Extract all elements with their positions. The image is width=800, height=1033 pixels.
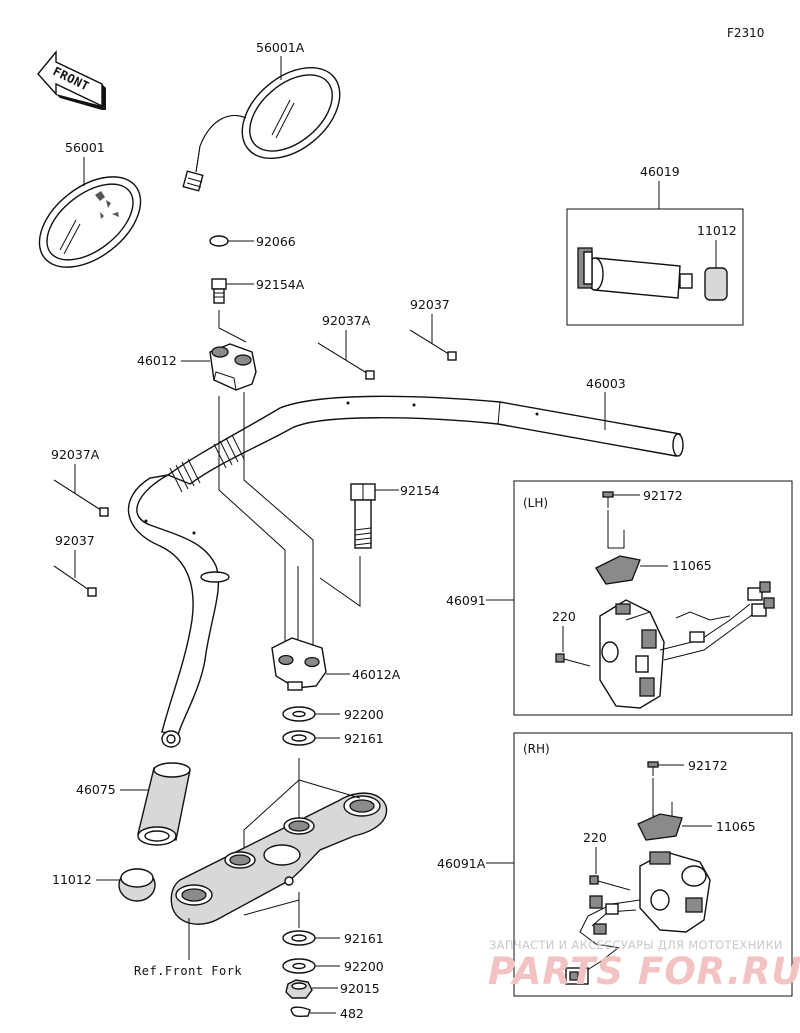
label-46075: 46075 bbox=[76, 782, 116, 797]
screw-220-lh bbox=[555, 653, 591, 667]
mirror-right-56001A bbox=[182, 66, 341, 192]
label-46091: 46091 bbox=[446, 593, 486, 608]
label-92172-rh: 92172 bbox=[688, 758, 728, 773]
label-92154A: 92154A bbox=[256, 277, 305, 292]
switch-box-lh bbox=[513, 480, 793, 716]
label-11012-top: 11012 bbox=[697, 223, 737, 238]
screw-220-rh bbox=[589, 875, 631, 891]
watermark-caption: ЗАПЧАСТИ И АКСЕССУАРЫ ДЛЯ МОТОТЕХНИКИ bbox=[489, 938, 783, 952]
mirror-left-56001 bbox=[38, 176, 142, 268]
label-92037A-left: 92037A bbox=[51, 447, 100, 462]
label-220-lh: 220 bbox=[552, 609, 576, 624]
bolt-92154 bbox=[350, 483, 376, 549]
cover-11065-rh bbox=[637, 813, 683, 841]
upper-fork-bracket bbox=[170, 792, 388, 925]
label-92037-top: 92037 bbox=[410, 297, 450, 312]
label-92154: 92154 bbox=[400, 483, 440, 498]
nut-92015 bbox=[285, 979, 313, 999]
label-46003: 46003 bbox=[586, 376, 626, 391]
label-ref-front-fork: Ref.Front Fork bbox=[134, 964, 242, 978]
switch-housing-lh-46091 bbox=[599, 581, 775, 709]
label-46012: 46012 bbox=[137, 353, 177, 368]
label-92015: 92015 bbox=[340, 981, 380, 996]
watermark-logo: PARTS FOR.RU bbox=[488, 950, 800, 993]
grip-left-46075 bbox=[137, 762, 191, 846]
holder-lower-46012A bbox=[271, 637, 327, 691]
label-11065-rh: 11065 bbox=[716, 819, 756, 834]
label-56001: 56001 bbox=[65, 140, 105, 155]
label-46012A: 46012A bbox=[352, 667, 401, 682]
label-92161-bottom: 92161 bbox=[344, 931, 384, 946]
cable-tie-92037-top bbox=[409, 329, 457, 361]
label-92066: 92066 bbox=[256, 234, 296, 249]
cable-tie-92037A-top bbox=[317, 342, 375, 380]
cable-tie-92037-left bbox=[53, 565, 97, 597]
label-92172-lh: 92172 bbox=[643, 488, 683, 503]
label-92037-left: 92037 bbox=[55, 533, 95, 548]
bar-end-11012-bottom bbox=[118, 868, 156, 902]
bolt-92154A bbox=[211, 278, 227, 304]
label-46091A: 46091A bbox=[437, 856, 486, 871]
holder-upper-46012 bbox=[209, 343, 257, 391]
label-group-rh: (RH) bbox=[523, 742, 550, 756]
bar-end-11012-top bbox=[704, 267, 728, 301]
circlip-482 bbox=[290, 1006, 311, 1018]
grip-assembly-box-46019 bbox=[566, 208, 744, 326]
label-92200-top: 92200 bbox=[344, 707, 384, 722]
label-220-rh: 220 bbox=[583, 830, 607, 845]
switch-housing-rh-46091A bbox=[565, 851, 711, 985]
throttle-grip-46019 bbox=[577, 247, 693, 299]
figure-code: F2310 bbox=[727, 26, 764, 40]
label-11065-lh: 11065 bbox=[672, 558, 712, 573]
label-56001A: 56001A bbox=[256, 40, 305, 55]
label-92161-top: 92161 bbox=[344, 731, 384, 746]
switch-box-rh bbox=[513, 732, 793, 997]
screw-92172-rh bbox=[647, 761, 659, 776]
label-92200-bottom: 92200 bbox=[344, 959, 384, 974]
label-46019: 46019 bbox=[640, 164, 680, 179]
screw-92172-lh bbox=[602, 491, 614, 508]
cable-tie-92037A-left bbox=[53, 479, 109, 517]
cap-92066 bbox=[209, 235, 229, 247]
label-482: 482 bbox=[340, 1006, 364, 1021]
front-arrow-icon: FRONT bbox=[37, 50, 106, 110]
label-11012-bottom: 11012 bbox=[52, 872, 92, 887]
handlebar-46003 bbox=[127, 395, 684, 748]
label-group-lh: (LH) bbox=[523, 496, 548, 510]
cover-11065-lh bbox=[595, 555, 641, 585]
label-92037A-top: 92037A bbox=[322, 313, 371, 328]
